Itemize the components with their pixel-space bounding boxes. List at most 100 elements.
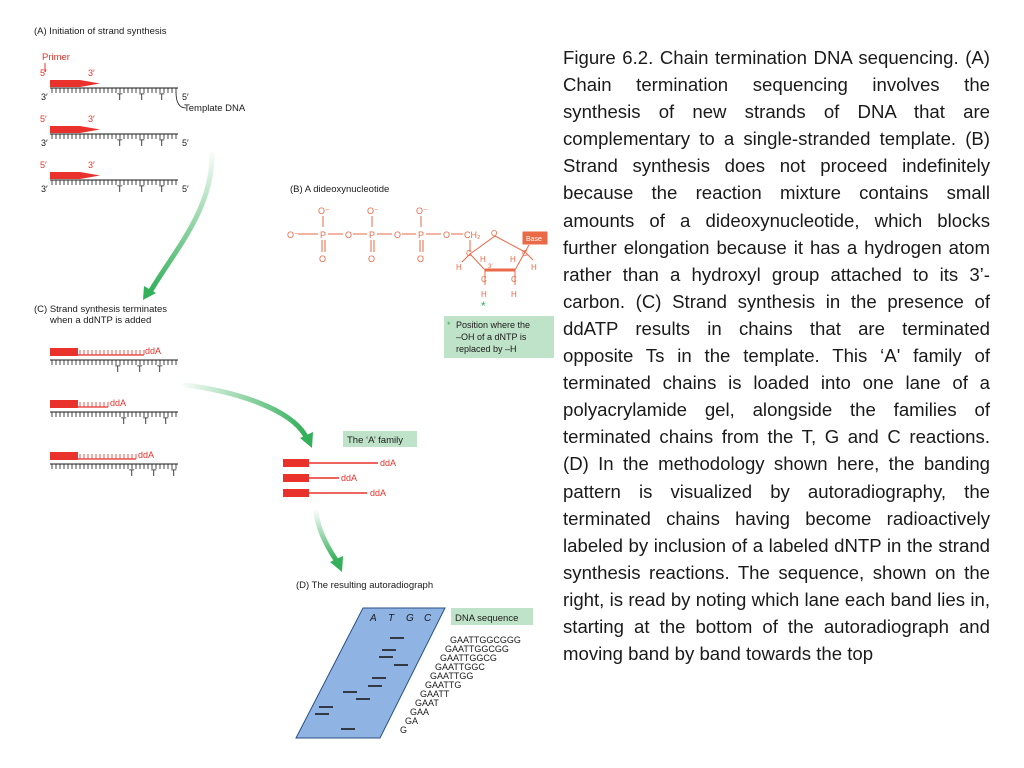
primer-block	[50, 452, 78, 460]
gel-bands	[315, 637, 408, 730]
panel-c: (C) Strand synthesis terminates when a d…	[34, 304, 417, 572]
template-t: T	[151, 468, 157, 478]
arrow-a-to-c	[147, 152, 215, 295]
template-t: T	[157, 364, 163, 374]
carbon-3-label: 3′	[488, 264, 493, 270]
phosphorus: P	[369, 230, 375, 240]
template-3-prime: 3′	[41, 138, 48, 148]
panel-a-strand-1: Primer 5′ 3′ 3′ T T T 5′ Template DNA	[40, 52, 246, 114]
panel-a: (A) Initiation of strand synthesis Prime…	[34, 26, 246, 194]
asterisk-marker: *	[481, 299, 486, 313]
panel-b: (B) A dideoxynucleotide O⁻ O⁻ O⁻ O⁻ P O …	[287, 184, 554, 358]
template-t: T	[117, 138, 123, 148]
panel-b-title: (B) A dideoxynucleotide	[290, 184, 389, 195]
primer-5-prime: 5′	[40, 68, 47, 78]
ring-carbon: C	[466, 249, 472, 258]
sequence-line: GAATTGGCGGG	[450, 635, 521, 645]
panel-d-title: (D) The resulting autoradiograph	[296, 580, 433, 591]
primer-arrow	[80, 172, 100, 179]
panel-a-strand-3: 5′ 3′ 3′ T T T 5′	[40, 160, 189, 194]
template-dna-label: Template DNA	[184, 103, 246, 114]
primer-5-prime: 5′	[40, 160, 47, 170]
oxygen: O	[319, 254, 326, 264]
template-ticks	[51, 180, 177, 185]
template-ticks	[51, 134, 177, 139]
oxygen-minus: O⁻	[416, 206, 428, 216]
lane-label-a: A	[369, 613, 377, 624]
arrow-c-to-family-head	[300, 432, 313, 448]
phosphorus: P	[320, 230, 326, 240]
template-t: T	[117, 92, 123, 102]
hydrogen: H	[511, 290, 517, 299]
oxygen-minus: O⁻	[318, 206, 330, 216]
template-ticks	[51, 88, 177, 93]
new-strand-ticks	[79, 402, 109, 407]
sequence-line: GAATTGGC	[435, 662, 485, 672]
ring-carbon: C	[511, 275, 517, 284]
primer-3-prime: 3′	[88, 114, 95, 124]
primer-arrow	[80, 80, 100, 87]
oxygen: O	[417, 254, 424, 264]
note-line-1: Position where the	[456, 320, 530, 330]
template-ticks	[51, 412, 177, 417]
note-line-3: replaced by –H	[456, 344, 517, 354]
panel-d: (D) The resulting autoradiograph A T G C…	[295, 580, 533, 739]
primer-5-prime: 5′	[40, 114, 47, 124]
primer-arrow	[80, 126, 100, 133]
note-line-2: –OH of a dNTP is	[456, 332, 527, 342]
hydrogen: H	[481, 290, 487, 299]
sequence-line: GAATTGGCG	[440, 653, 497, 663]
family-chain-primer	[283, 459, 309, 467]
oxygen: O	[368, 254, 375, 264]
panel-a-strand-2: 5′ 3′ 3′ T T T 5′	[40, 114, 189, 148]
template-t: T	[159, 184, 165, 194]
terminated-strand-1: ddA T T T	[50, 346, 178, 374]
ring-carbon: C	[481, 275, 487, 284]
panel-c-title-line-1: (C) Strand synthesis terminates	[34, 304, 167, 315]
phosphorus: P	[418, 230, 424, 240]
ring-oxygen: O	[491, 229, 497, 238]
family-chain-primer	[283, 474, 309, 482]
primer-block	[50, 400, 78, 408]
new-strand-ticks	[79, 350, 145, 355]
template-pointer	[175, 91, 187, 109]
primer-block	[50, 348, 78, 356]
terminated-strand-3: ddA T T T	[50, 450, 178, 478]
template-t: T	[139, 92, 145, 102]
panel-a-title: (A) Initiation of strand synthesis	[34, 26, 167, 37]
note-box	[444, 316, 554, 358]
template-t: T	[139, 138, 145, 148]
a-family-label-box	[343, 431, 417, 447]
template-3-prime: 3′	[41, 184, 48, 194]
template-t: T	[159, 138, 165, 148]
sequence-line: GAATT	[420, 689, 450, 699]
lane-label-g: G	[406, 613, 414, 624]
template-t: T	[129, 468, 135, 478]
new-strand-ticks	[79, 454, 137, 459]
template-ticks	[51, 464, 177, 469]
primer-block	[50, 126, 80, 133]
hydrogen: H	[510, 255, 516, 264]
family-dda-label: ddA	[341, 473, 357, 483]
lane-label-c: C	[424, 613, 432, 624]
oxygen-minus: O⁻	[367, 206, 379, 216]
arrow-family-to-d	[313, 509, 339, 563]
sequence-line: G	[400, 725, 407, 735]
template-t: T	[117, 184, 123, 194]
template-t: T	[143, 416, 149, 426]
phosphate-bonds	[298, 216, 534, 285]
sequence-line: GAA	[410, 707, 429, 717]
base-label: Base	[526, 236, 542, 243]
hydrogen: H	[456, 263, 462, 272]
base-box	[522, 231, 548, 245]
template-5-prime: 5′	[182, 184, 189, 194]
template-t: T	[137, 364, 143, 374]
sequence-line: GA	[405, 716, 418, 726]
oxygen: O	[443, 230, 450, 240]
arrow-a-to-c-head	[143, 286, 156, 300]
oxygen: O	[345, 230, 352, 240]
primer-3-prime: 3′	[88, 68, 95, 78]
dna-sequence-label-box	[451, 608, 533, 625]
family-chain-primer	[283, 489, 309, 497]
dda-label: ddA	[110, 398, 126, 408]
